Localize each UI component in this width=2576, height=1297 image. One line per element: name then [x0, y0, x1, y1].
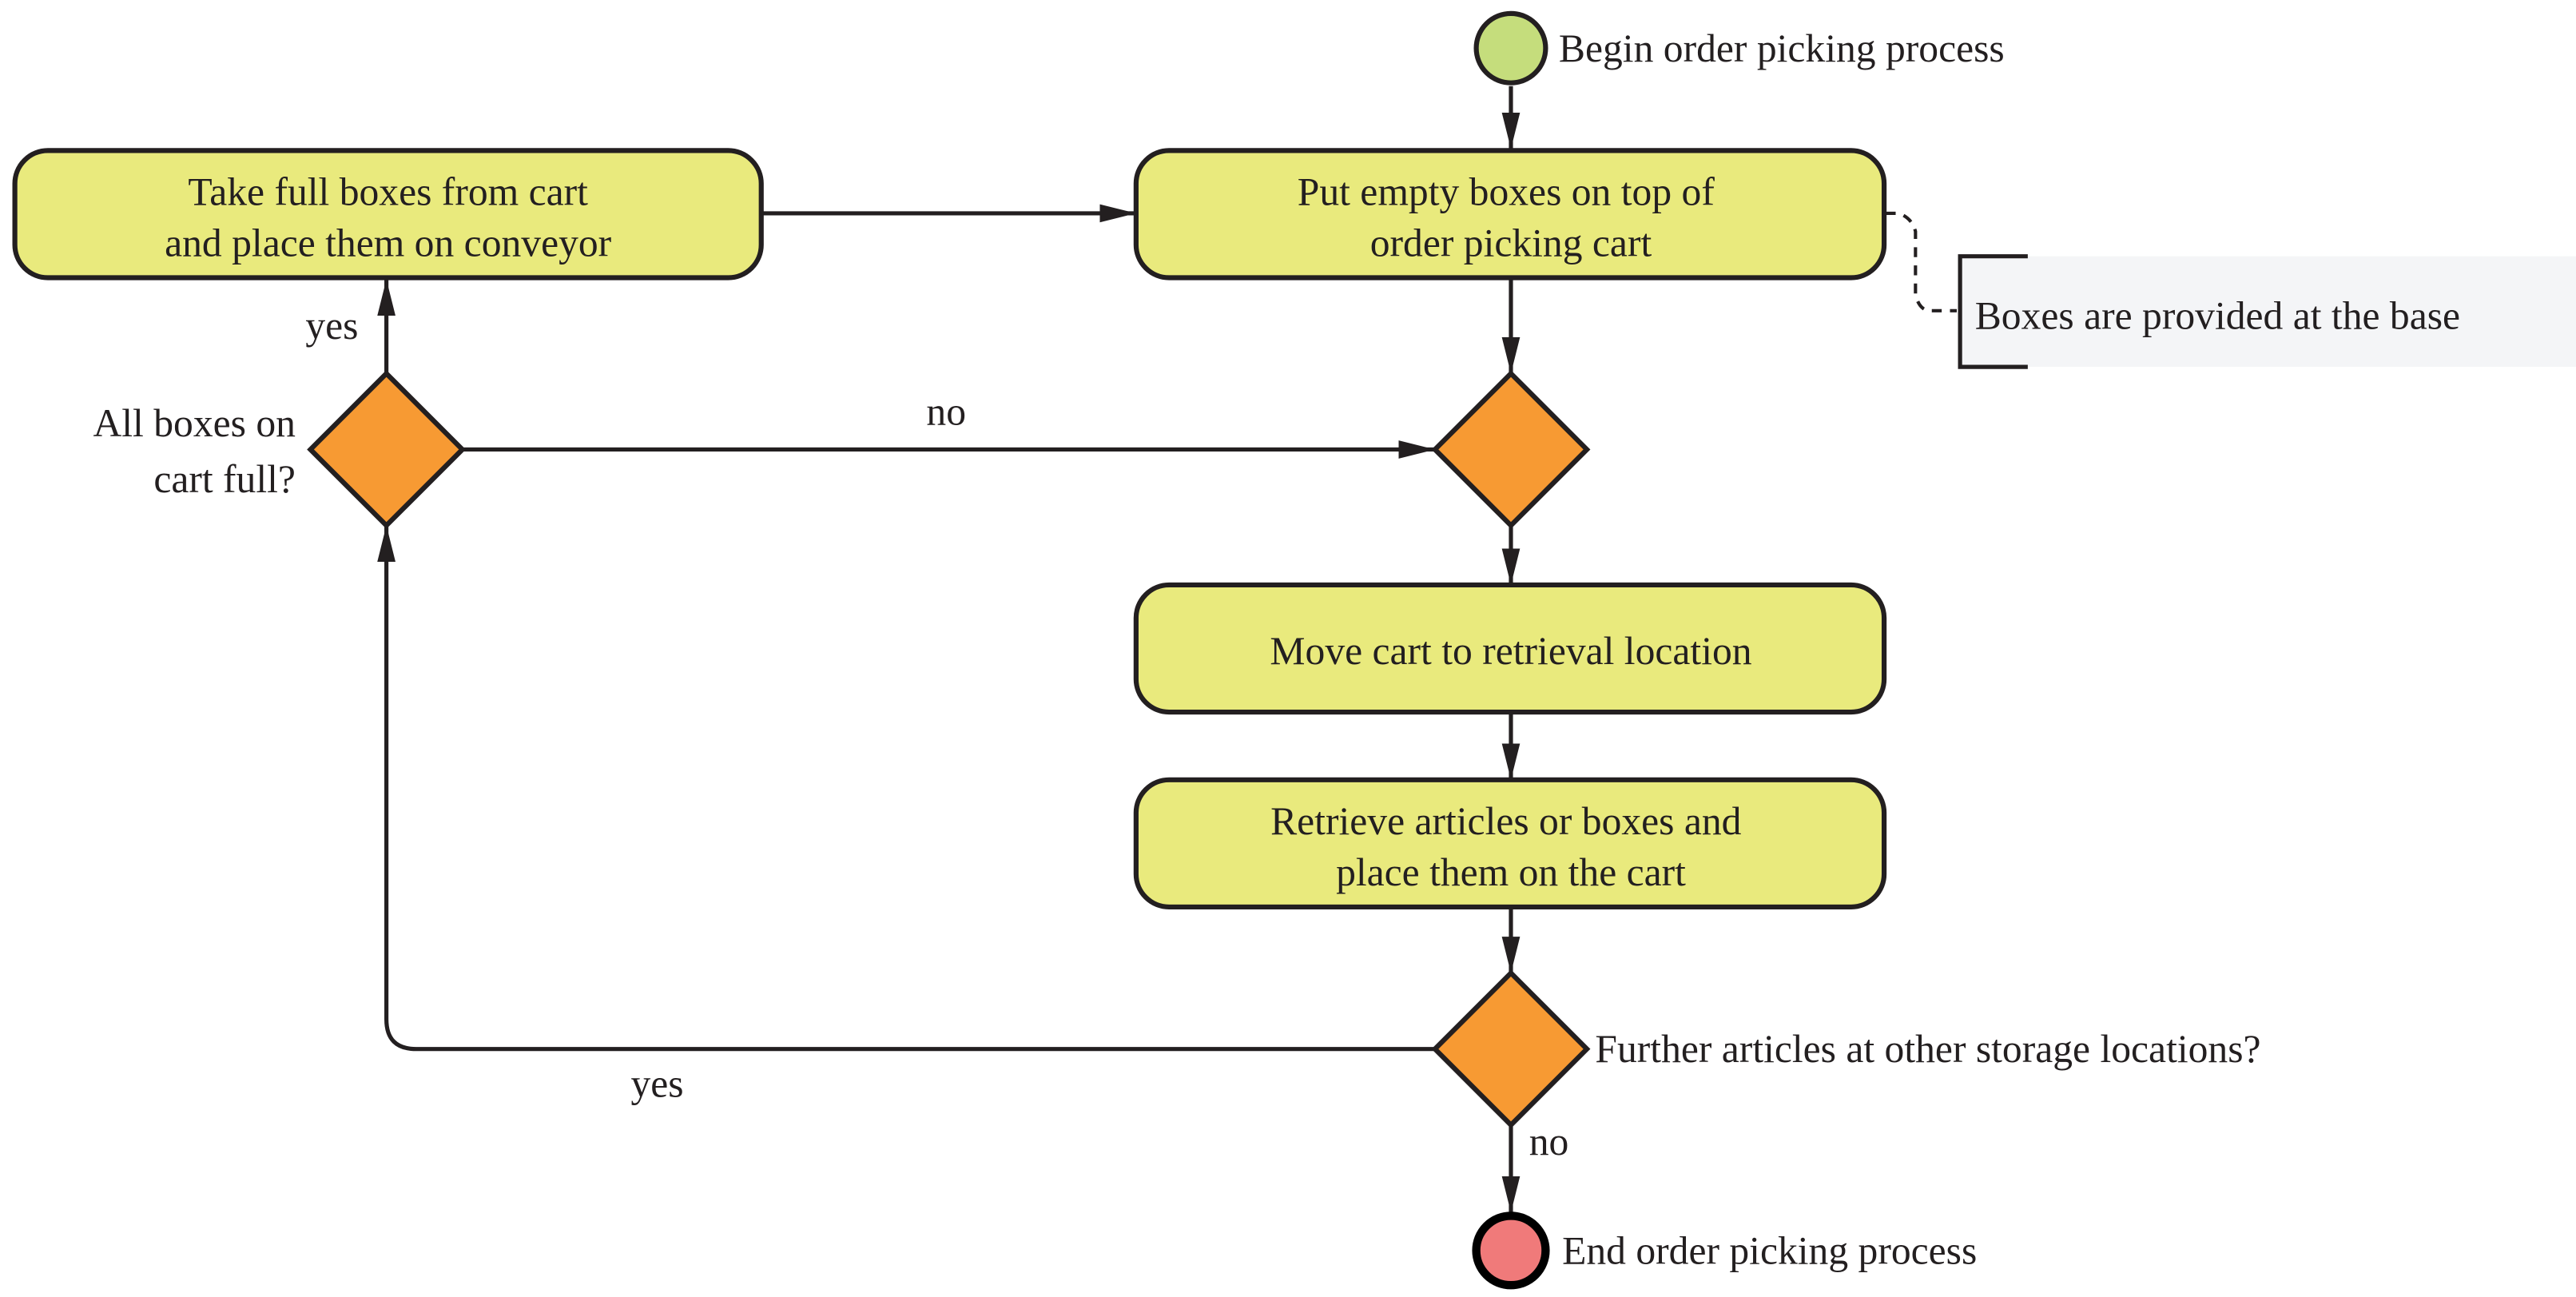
activity-label: Move cart to retrieval location — [1270, 629, 1751, 673]
end-label: End order picking process — [1562, 1228, 1977, 1272]
activity-label: Take full boxes from cart — [188, 170, 588, 214]
activity-take-full-boxes: Take full boxes from cart and place them… — [12, 148, 764, 280]
decision-further-articles — [1431, 969, 1591, 1129]
activity-move-cart: Move cart to retrieval location — [1133, 582, 1887, 715]
decision-label: All boxes on — [93, 401, 296, 445]
decision-label: Further articles at other storage locati… — [1595, 1027, 2260, 1071]
end-node — [1472, 1211, 1550, 1290]
start-label: Begin order picking process — [1559, 26, 2005, 70]
activity-put-empty-boxes: Put empty boxes on top of order picking … — [1133, 148, 1887, 280]
decision-label: cart full? — [153, 457, 296, 501]
activity-retrieve-articles: Retrieve articles or boxes and place the… — [1133, 777, 1887, 910]
activity-label: Retrieve articles or boxes and — [1270, 799, 1742, 843]
note-boxes-provided: Boxes are provided at the base — [1886, 211, 2576, 369]
decision-merge — [1431, 370, 1591, 529]
note-text: Boxes are provided at the base — [1975, 294, 2460, 338]
edge-label-further-no: no — [1529, 1120, 1569, 1164]
activity-label: and place them on conveyor — [165, 221, 612, 265]
edge-label-further-yes: yes — [630, 1062, 683, 1106]
decision-all-boxes-full — [307, 370, 467, 529]
start-node — [1473, 10, 1548, 86]
edge-label-full-yes: yes — [305, 304, 358, 348]
edge-label-full-no: no — [926, 389, 966, 433]
edge-further-yes — [377, 525, 1435, 1052]
activity-label: Put empty boxes on top of — [1298, 170, 1715, 214]
activity-label: order picking cart — [1370, 221, 1652, 265]
activity-label: place them on the cart — [1336, 850, 1686, 894]
